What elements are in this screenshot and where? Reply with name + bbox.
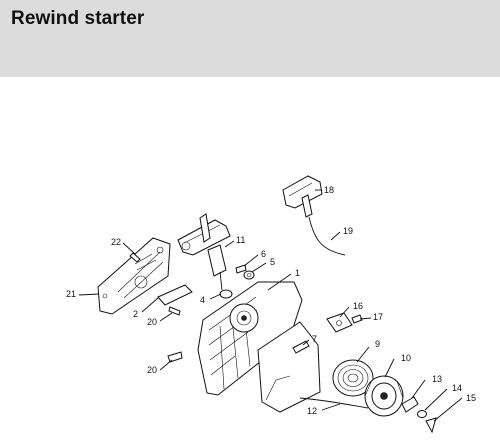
callouts: 1 2 4 5 6 7 9 10 11 12 13 14 15 16 17 18… [66, 185, 476, 416]
part-2-plate [157, 284, 193, 306]
part-21-cover-plate [97, 237, 171, 315]
callout-9: 9 [375, 339, 380, 349]
callout-22: 22 [111, 237, 121, 247]
part-10-rope-rotor [364, 375, 404, 417]
part-17-screw [351, 314, 363, 324]
part-4-grommet [219, 289, 233, 299]
header-band: Rewind starter [0, 0, 500, 77]
part-6-screw [235, 264, 247, 274]
part-15-clip [425, 417, 437, 434]
part-20-screw-b [167, 351, 183, 363]
callout-4: 4 [200, 295, 205, 305]
callout-14: 14 [452, 383, 462, 393]
callout-2: 2 [133, 309, 138, 319]
part-5-washer [243, 270, 255, 280]
leader-lines [78, 189, 463, 422]
callout-18: 18 [324, 185, 334, 195]
callout-13: 13 [432, 374, 442, 384]
callout-7: 7 [312, 334, 317, 344]
part-7-pin [292, 340, 310, 354]
callout-1: 1 [295, 268, 300, 278]
part-22-screw [129, 252, 141, 263]
callout-19: 19 [343, 226, 353, 236]
callout-15: 15 [466, 393, 476, 403]
callout-20-upper: 20 [147, 317, 157, 327]
callout-16: 16 [353, 301, 363, 311]
callout-17: 17 [373, 312, 383, 322]
callout-21: 21 [66, 289, 76, 299]
part-20-screw-a [168, 306, 181, 316]
part-9-spring [332, 359, 374, 397]
part-18-handle [282, 175, 323, 218]
part-13-pawl [401, 396, 419, 413]
callout-6: 6 [261, 249, 266, 259]
callout-11: 11 [236, 235, 245, 245]
callout-20-lower: 20 [147, 365, 157, 375]
part-12-rope [299, 397, 369, 409]
callout-10: 10 [401, 353, 411, 363]
page-title: Rewind starter [11, 8, 145, 29]
part-11-handle [177, 213, 231, 291]
part-19-rope [308, 216, 346, 256]
callout-5: 5 [270, 257, 275, 267]
callout-12: 12 [307, 406, 317, 416]
part-14-washer [417, 410, 427, 418]
part-16-guide [326, 312, 353, 333]
